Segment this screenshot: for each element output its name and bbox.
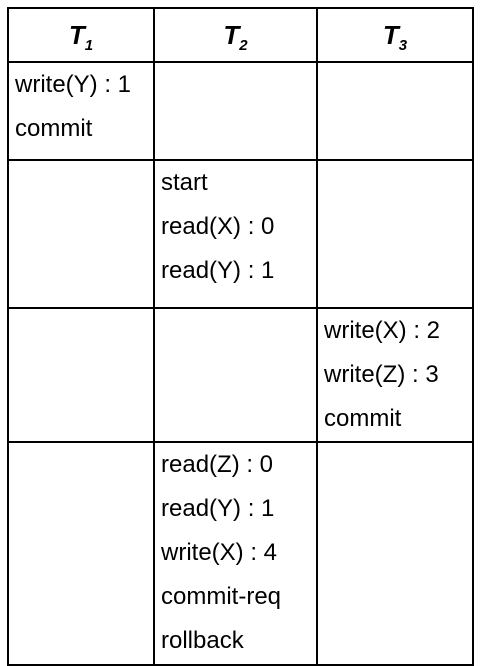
operation: start bbox=[161, 169, 208, 196]
header-t2: T2 bbox=[153, 7, 318, 63]
operation: read(Y) : 1 bbox=[161, 257, 275, 284]
operation: write(X) : 2 bbox=[324, 317, 441, 344]
operation: commit bbox=[15, 115, 93, 142]
cell-t3 bbox=[316, 441, 474, 666]
cell-t1 bbox=[7, 159, 155, 309]
cell-t2: start read(X) : 0 read(Y) : 1 bbox=[153, 159, 318, 309]
cell-t3 bbox=[316, 159, 474, 309]
table-row: write(Y) : 1 commit bbox=[7, 61, 474, 161]
table-row: start read(X) : 0 read(Y) : 1 bbox=[7, 159, 474, 309]
cell-t1 bbox=[7, 441, 155, 666]
header-row: T1 T2 T3 bbox=[7, 7, 474, 63]
operation: write(Y) : 1 bbox=[15, 71, 132, 98]
operation: read(X) : 0 bbox=[161, 213, 275, 240]
table-row: read(Z) : 0 read(Y) : 1 write(X) : 4 com… bbox=[7, 441, 474, 666]
cell-t1 bbox=[7, 307, 155, 443]
operation: write(X) : 4 bbox=[161, 539, 278, 566]
cell-t3 bbox=[316, 61, 474, 161]
header-t1-letter: T bbox=[68, 19, 85, 50]
operation: read(Y) : 1 bbox=[161, 495, 275, 522]
cell-t2 bbox=[153, 61, 318, 161]
header-t2-subscript: 2 bbox=[239, 36, 248, 54]
header-t3-subscript: 3 bbox=[398, 36, 408, 54]
operation: commit bbox=[324, 405, 402, 432]
table-row: write(X) : 2 write(Z) : 3 commit bbox=[7, 307, 474, 443]
header-t3-letter: T bbox=[382, 19, 399, 50]
cell-t2: read(Z) : 0 read(Y) : 1 write(X) : 4 com… bbox=[153, 441, 318, 666]
transaction-schedule-table: T1 T2 T3 write(Y) : 1 commit start read(… bbox=[7, 7, 474, 666]
header-t3: T3 bbox=[316, 7, 474, 63]
cell-t3: write(X) : 2 write(Z) : 3 commit bbox=[316, 307, 474, 443]
cell-t2 bbox=[153, 307, 318, 443]
operation: read(Z) : 0 bbox=[161, 451, 274, 478]
operation: rollback bbox=[161, 627, 244, 654]
operation: write(Z) : 3 bbox=[324, 361, 439, 388]
operation: commit-req bbox=[161, 583, 282, 610]
header-t2-letter: T bbox=[223, 19, 240, 50]
header-t1: T1 bbox=[7, 7, 155, 63]
cell-t1: write(Y) : 1 commit bbox=[7, 61, 155, 161]
header-t1-subscript: 1 bbox=[84, 36, 94, 54]
